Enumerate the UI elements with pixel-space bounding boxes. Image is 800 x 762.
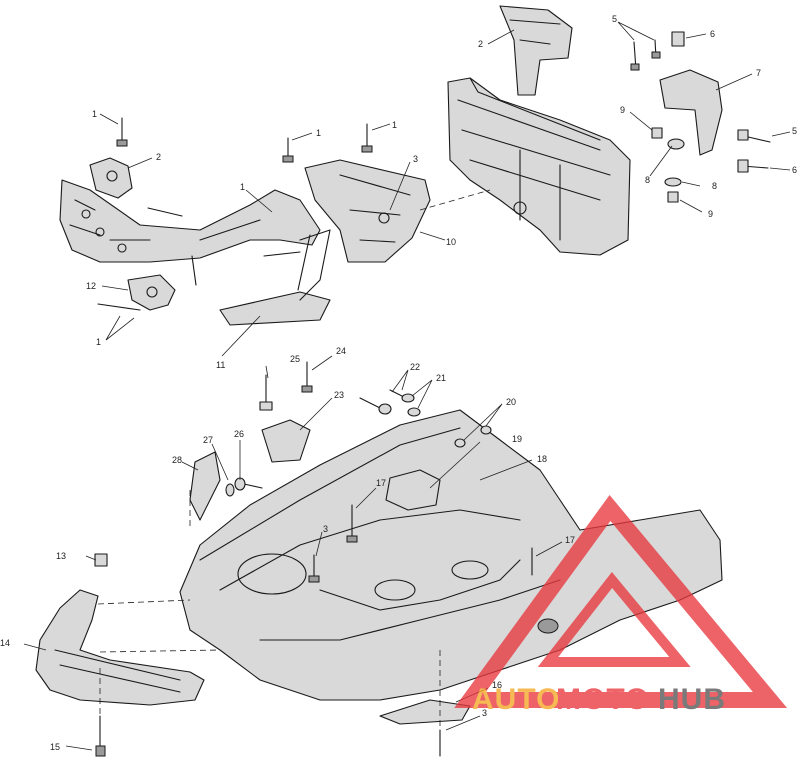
callout-5-b: 5	[792, 126, 797, 136]
bracket-12	[127, 274, 176, 311]
callout-10: 10	[446, 237, 456, 247]
fasteners-lower	[94, 361, 533, 757]
callout-2-b: 2	[478, 39, 483, 49]
callout-3-a: 3	[413, 154, 418, 164]
fasteners-upper-right	[630, 31, 771, 203]
callout-12: 12	[86, 281, 96, 291]
watermark-text-auto: AUTO	[472, 683, 560, 716]
watermark-triangle-inner	[537, 572, 691, 667]
watermark-triangle-outer	[454, 494, 788, 708]
bumper-14	[35, 589, 205, 706]
callout-9-a: 9	[620, 105, 625, 115]
frame-rail-assembly	[59, 157, 431, 326]
callout-8-b: 8	[712, 181, 717, 191]
callout-28: 28	[172, 455, 182, 465]
cover-16	[379, 699, 471, 725]
bulkhead-assembly	[447, 5, 723, 256]
bracket-2-left	[89, 157, 133, 199]
watermark-text-hub: HUB	[658, 683, 726, 716]
steering-bracket-2	[499, 5, 573, 96]
callout-25: 25	[290, 354, 300, 364]
callout-15: 15	[50, 742, 60, 752]
callout-labels: 1 1 1 1 1 2 2 3 3 3 5 5 6 6 7 8 8 9 9 10…	[0, 14, 797, 752]
callout-6-b: 6	[792, 165, 797, 175]
callout-18: 18	[537, 454, 547, 464]
alignment-lines	[97, 189, 491, 726]
callout-16: 16	[492, 680, 502, 690]
callout-24: 24	[336, 346, 346, 356]
callout-6-a: 6	[710, 29, 715, 39]
callout-9-b: 9	[708, 209, 713, 219]
callout-1-d: 1	[240, 182, 245, 192]
callout-1-c: 1	[392, 120, 397, 130]
callout-17-a: 17	[376, 478, 386, 488]
bracket-19	[385, 469, 441, 511]
callout-14: 14	[0, 638, 10, 648]
callout-1-e: 1	[96, 337, 101, 347]
leader-lines	[23, 21, 791, 751]
fasteners-upper-left	[97, 117, 373, 311]
bracket-7	[659, 69, 723, 156]
bulkhead-10	[304, 159, 431, 263]
callout-7: 7	[756, 68, 761, 78]
watermark-logo: AUTO MOTO HUB	[454, 494, 788, 716]
callout-20: 20	[506, 397, 516, 407]
callout-3-b: 3	[323, 524, 328, 534]
callout-3-c: 3	[482, 708, 487, 718]
brace-11	[219, 291, 331, 326]
plate-28	[189, 451, 221, 521]
callout-2-a: 2	[156, 152, 161, 162]
watermark-text-moto: MOTO	[556, 683, 649, 716]
callout-23: 23	[334, 390, 344, 400]
callout-5-a: 5	[612, 14, 617, 24]
callout-22: 22	[410, 362, 420, 372]
callout-1-b: 1	[316, 128, 321, 138]
nose-pan-assembly	[179, 409, 723, 701]
callout-17-b: 17	[565, 535, 575, 545]
callout-11: 11	[216, 360, 225, 370]
callout-1-a: 1	[92, 109, 97, 119]
callout-19: 19	[512, 434, 522, 444]
bracket-23	[261, 419, 311, 463]
callout-27: 27	[203, 435, 213, 445]
callout-13: 13	[56, 551, 66, 561]
callout-26: 26	[234, 429, 244, 439]
callout-8-a: 8	[645, 175, 650, 185]
callout-21: 21	[436, 373, 446, 383]
